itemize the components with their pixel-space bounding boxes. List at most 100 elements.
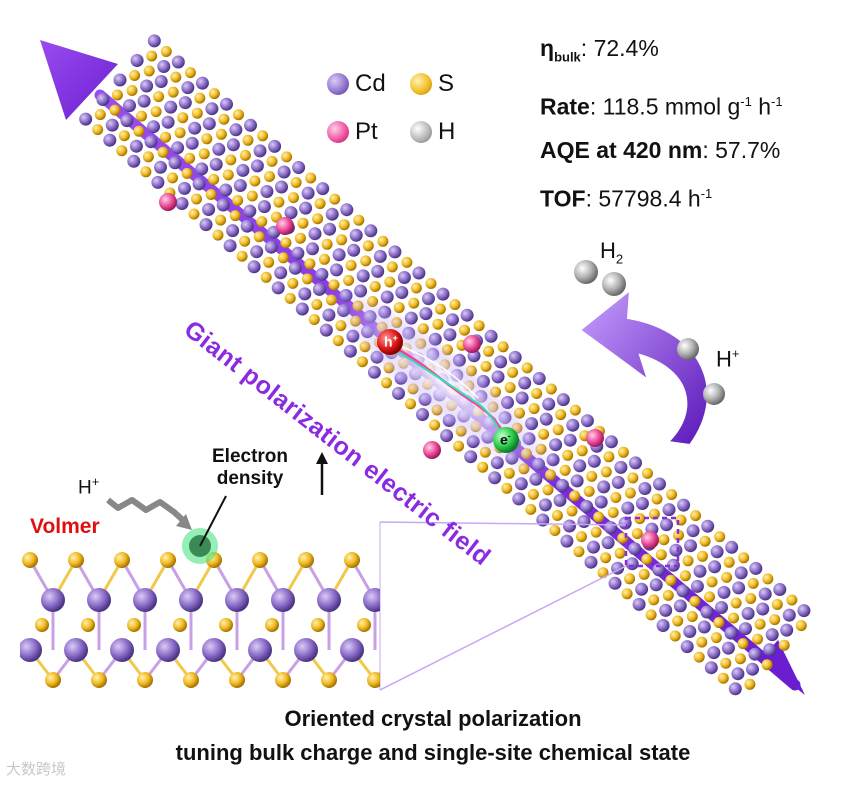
cd-atom [274, 266, 288, 280]
s-atom [573, 546, 585, 558]
s-atom [215, 128, 227, 140]
s-atom [126, 85, 138, 96]
selected-pt-site-box [624, 516, 680, 568]
cd-atom [746, 662, 759, 676]
s-atom [617, 446, 629, 458]
cd-atom [219, 183, 233, 197]
s-atom [157, 146, 169, 158]
s-atom [425, 278, 437, 289]
cd-atom [260, 185, 274, 198]
s-atom [641, 553, 653, 565]
s-atom [762, 573, 774, 585]
cd-atom [508, 350, 522, 364]
s-atom [191, 107, 203, 119]
cd-atom [677, 498, 691, 512]
cd-atom [179, 588, 203, 612]
electron-density-label: Electron density [212, 446, 289, 489]
cd-atom [332, 248, 346, 262]
legend-s: S [410, 70, 454, 98]
cd-atom [618, 516, 632, 530]
s-atom [263, 256, 275, 268]
cd-atom [316, 182, 330, 196]
cd-atom [292, 161, 306, 174]
s-atom [507, 366, 519, 378]
cd-atom [697, 620, 711, 634]
s-atom [116, 145, 128, 157]
hole-carrier [377, 329, 403, 355]
legend-h: H [410, 118, 455, 146]
s-atom [160, 552, 176, 568]
s-atom [208, 88, 220, 100]
cd-atom [666, 558, 680, 572]
cd-atom [127, 154, 141, 168]
cd-atom [226, 224, 240, 238]
cd-atom [621, 501, 635, 515]
s-atom [198, 148, 210, 160]
cd-atom [725, 540, 739, 554]
cd-atom [380, 290, 394, 304]
cd-atom [653, 477, 666, 491]
s-atom [311, 618, 325, 632]
volmer-inset-lattice [20, 552, 380, 688]
caption-line-2: tuning bulk charge and single-site chemi… [175, 740, 691, 765]
cd-atom [364, 224, 378, 238]
s-atom [256, 216, 268, 228]
cd-atom [264, 240, 278, 254]
cd-atom [614, 460, 628, 474]
s-atom [212, 229, 224, 241]
s-atom [181, 167, 193, 179]
cd-atom [284, 206, 298, 220]
s-atom [170, 71, 182, 83]
s-atom [297, 217, 309, 229]
cd-atom [110, 638, 134, 662]
s-atom [321, 672, 337, 688]
cd-atom [271, 281, 285, 295]
s-atom [239, 235, 251, 247]
cd-atom [41, 588, 65, 612]
s-atom [332, 335, 344, 347]
s-atom [191, 193, 202, 205]
s-atom [232, 195, 244, 206]
cd-atom [298, 287, 312, 301]
s-atom [301, 273, 313, 285]
cd-atom [356, 269, 370, 283]
cd-atom [319, 323, 333, 337]
s-atom [360, 255, 372, 267]
s-atom [690, 510, 702, 522]
cd-atom [229, 123, 243, 137]
s-atom [747, 577, 759, 589]
s-atom [222, 169, 234, 181]
s-atom [118, 130, 130, 142]
cd-atom [205, 102, 219, 116]
cd-atom [395, 286, 409, 299]
cd-atom [123, 99, 136, 113]
s-atom [795, 620, 807, 632]
cd-atom [773, 583, 787, 596]
cd-atom [323, 222, 337, 236]
s-atom [745, 593, 757, 604]
s-atom [638, 568, 650, 580]
cd-atom [708, 560, 722, 574]
s-atom [236, 250, 248, 262]
s-atom [713, 617, 725, 628]
cd-atom [202, 203, 216, 216]
cd-atom [271, 588, 295, 612]
s-atom [275, 672, 291, 688]
s-atom [699, 535, 711, 547]
s-atom [483, 345, 495, 357]
s-atom [362, 240, 374, 252]
cd-atom [168, 156, 182, 170]
s-atom [357, 618, 371, 632]
s-atom [477, 461, 489, 473]
cd-atom [611, 475, 625, 489]
cd-atom [749, 561, 763, 575]
cd-atom [625, 557, 639, 571]
s-atom [607, 507, 619, 518]
s-atom [287, 277, 299, 289]
cd-atom [797, 604, 811, 618]
cd-atom [580, 414, 594, 428]
s-atom [642, 467, 653, 479]
cd-atom [363, 588, 380, 612]
s-atom [229, 672, 245, 688]
